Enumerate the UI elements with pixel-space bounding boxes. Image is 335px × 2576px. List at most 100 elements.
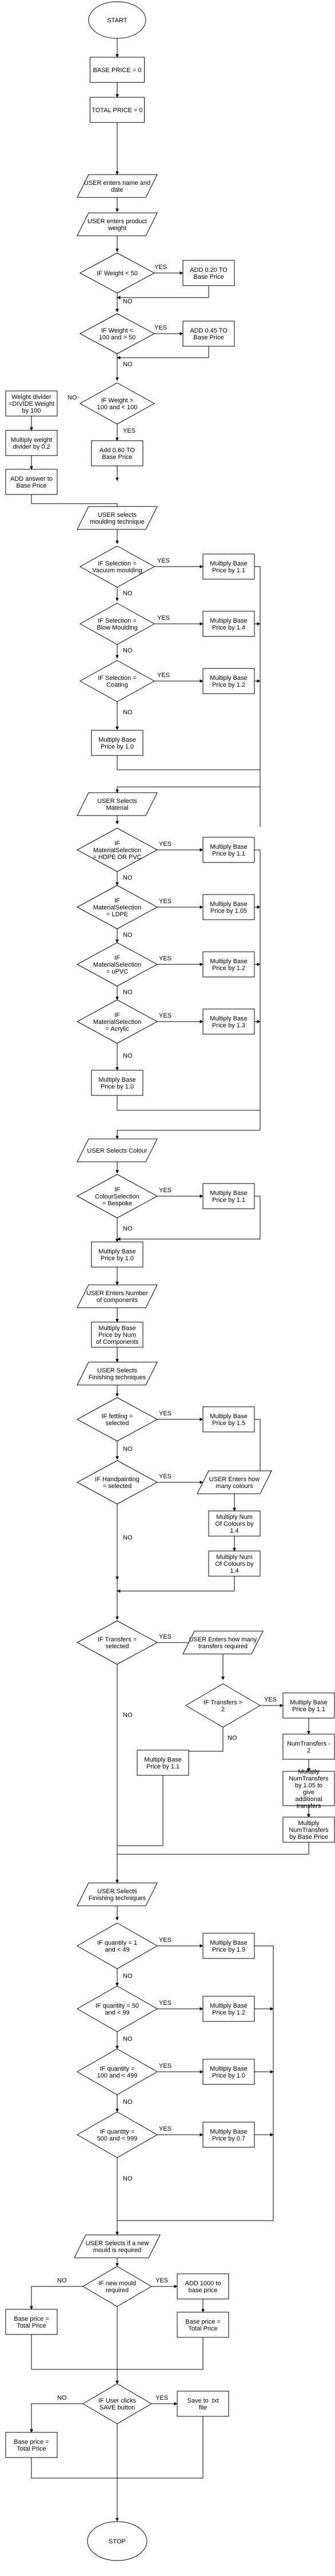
yes-label: YES xyxy=(157,615,170,622)
yes-label: YES xyxy=(159,2063,172,2069)
no-label: NO xyxy=(67,394,77,401)
yes-label: YES xyxy=(264,1696,277,1703)
decision-diamond: IF Weight <100 and > 50 xyxy=(79,313,155,354)
yes-label: YES xyxy=(159,1473,172,1480)
node-label: USER Selects Colour xyxy=(87,1147,147,1154)
yes-label: YES xyxy=(155,2277,168,2284)
no-label: NO xyxy=(123,2175,133,2182)
connector xyxy=(117,1775,163,1846)
yes-label: YES xyxy=(123,428,135,434)
no-label: NO xyxy=(228,1735,237,1742)
node-label: Base price =Total Price xyxy=(14,2316,49,2329)
yes-label: YES xyxy=(159,2000,172,2007)
yes-label: YES xyxy=(159,2126,172,2132)
node-label: Base price =Total Price xyxy=(14,2439,49,2452)
connector xyxy=(117,1576,235,1593)
no-label: NO xyxy=(123,2036,133,2043)
decision-diamond: IF Transfers =selected xyxy=(76,1620,158,1665)
node-label: IF Selection =Vacuum moulding xyxy=(92,560,142,574)
process-box: Base price =Total Price xyxy=(5,2309,58,2335)
no-label: NO xyxy=(123,298,133,305)
decision-diamond: IF quantity =100 and < 499 xyxy=(76,2048,158,2095)
node-label: IF quantity =100 and < 499 xyxy=(97,2065,138,2079)
node-label: IF quantity =500 and < 999 xyxy=(97,2128,138,2142)
no-label: NO xyxy=(123,875,133,881)
connector xyxy=(254,1419,262,1477)
process-box: Base price =Total Price xyxy=(5,2432,58,2458)
node-label: IF Transfers >2 xyxy=(204,1699,242,1713)
connector xyxy=(115,770,261,793)
process-box: NumTransfers -2 xyxy=(282,1734,335,1760)
node-label: STOP xyxy=(109,2538,126,2545)
no-label: NO xyxy=(123,1446,133,1453)
node-label: IF Weight < 50 xyxy=(97,270,138,277)
node-label: IF Weight >100 and < 100 xyxy=(97,397,138,411)
yes-label: YES xyxy=(155,2395,168,2401)
yes-label: YES xyxy=(157,672,170,679)
connector xyxy=(31,2458,117,2479)
decision-diamond: IF Selection =Vacuum moulding xyxy=(79,545,155,588)
yes-label: YES xyxy=(159,1633,172,1640)
no-label: NO xyxy=(123,1534,133,1541)
connector xyxy=(160,1727,224,1752)
connector xyxy=(30,2286,83,2310)
no-label: NO xyxy=(123,709,133,716)
connector xyxy=(117,1095,260,1111)
connector xyxy=(117,346,209,359)
node-label: IF Weight <100 and > 50 xyxy=(99,327,136,341)
connector xyxy=(117,755,260,770)
no-label: NO xyxy=(123,647,133,654)
decision-diamond: IF quantity =500 and < 999 xyxy=(76,2111,158,2158)
node-label: IF Transfers =selected xyxy=(98,1636,137,1650)
connector xyxy=(117,1196,261,1241)
yes-label: YES xyxy=(159,898,172,905)
decision-diamond: IF fettling =selected xyxy=(76,1397,158,1442)
node-label: START xyxy=(107,17,127,24)
no-label: NO xyxy=(123,361,133,368)
